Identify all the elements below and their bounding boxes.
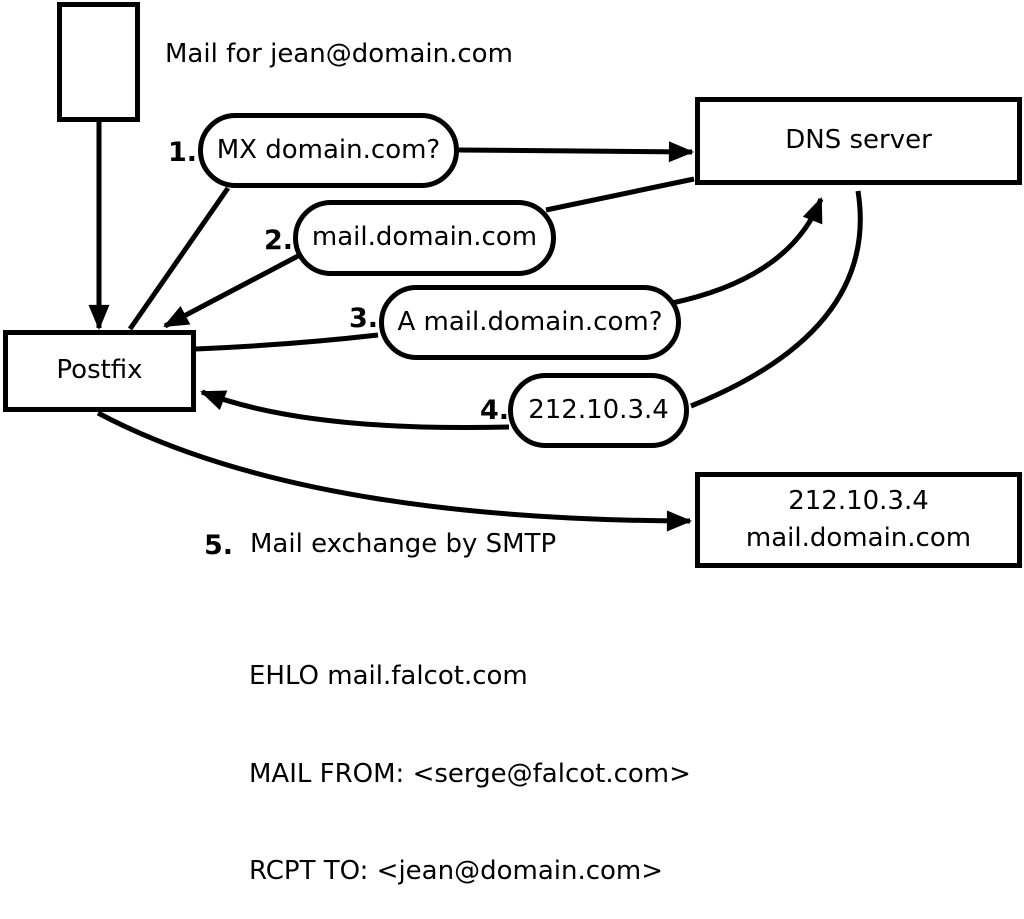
step-2-number: 2.: [263, 225, 293, 256]
edge-postfix-to-mailserver: [96, 410, 693, 532]
edge-postfix-to-query3: [195, 332, 379, 352]
answer-mx-label: mail.domain.com: [311, 222, 538, 253]
mail-server-hostname: mail.domain.com: [745, 523, 972, 553]
dns-server-label: DNS server: [785, 125, 932, 156]
query-mx-pill: MX domain.com?: [198, 113, 459, 188]
edge-dns-to-answer2: [545, 176, 695, 213]
smtp-line: MAIL FROM: <serge@falcot.com>: [249, 758, 691, 789]
smtp-line: RCPT TO: <jean@domain.com>: [249, 856, 664, 886]
step-1-number: 1.: [167, 137, 197, 168]
postfix-label: Postfix: [56, 355, 143, 386]
mail-server-ip: 212.10.3.4: [788, 486, 929, 516]
smtp-line: EHLO mail.falcot.com: [249, 661, 528, 691]
step-3-number: 3.: [348, 303, 378, 334]
edge-query3-to-dns: [671, 197, 824, 306]
edge-dns-to-answer4: [690, 190, 863, 409]
smtp-session-transcript: EHLO mail.falcot.com MAIL FROM: <serge@f…: [249, 595, 691, 919]
step-5-label: Mail exchange by SMTP: [250, 529, 557, 559]
query-a-label: A mail.domain.com?: [397, 306, 663, 337]
edge-answer4-to-postfix: [200, 389, 510, 431]
postfix-node: Postfix: [3, 330, 196, 412]
edge-postfix-to-query1: [127, 186, 231, 331]
mail-caption: Mail for jean@domain.com: [165, 39, 513, 69]
answer-ip-label: 212.10.3.4: [528, 394, 669, 425]
step-5-number: 5.: [203, 530, 233, 561]
mail-server-node: 212.10.3.4 mail.domain.com: [695, 472, 1022, 568]
edge-query1-to-dns: [458, 141, 695, 163]
mail-message-node: [57, 2, 140, 122]
dns-server-node: DNS server: [695, 97, 1022, 185]
edge-answer2-to-postfix: [163, 253, 300, 329]
query-a-pill: A mail.domain.com?: [379, 285, 681, 360]
query-mx-label: MX domain.com?: [216, 134, 441, 165]
step-4-number: 4.: [479, 395, 509, 426]
answer-mx-pill: mail.domain.com: [293, 200, 556, 276]
answer-ip-pill: 212.10.3.4: [508, 373, 689, 448]
